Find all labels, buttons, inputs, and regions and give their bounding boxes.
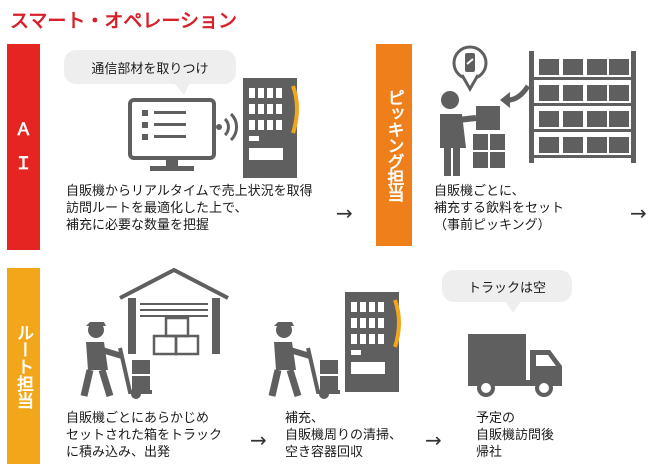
bubble-truck-text: トラックは空 — [467, 280, 546, 296]
bubble-truck: トラックは空 — [442, 270, 572, 302]
truck-icon — [468, 334, 562, 397]
step-ai-line-3: 補充に必要な数量を把握 — [66, 218, 210, 233]
step-route-refill-line-2: 自販機周りの清掃、 — [285, 428, 403, 443]
step-route-return-line-1: 予定の — [476, 411, 516, 426]
band-route: ルート担当 — [7, 268, 40, 464]
hand-truck-worker-icon — [80, 322, 152, 399]
step-picking-line-3: （事前ピッキング） — [434, 218, 551, 233]
vending-machine-icon — [345, 292, 401, 392]
step-route-refill-line-3: 空き容器回収 — [285, 445, 364, 460]
arrow-ai-to-picking: → — [336, 201, 353, 225]
wireless-signal-icon — [216, 112, 238, 142]
band-ai: Ａ Ｉ — [7, 44, 40, 250]
step-ai-line-1: 自販機からリアルタイムで売上状況を取得 — [66, 184, 313, 199]
shelf-rack-icon — [529, 51, 636, 163]
hand-truck-worker-icon — [268, 322, 340, 399]
page-title: スマート・オペレーション — [10, 10, 238, 32]
bubble-ai: 通信部材を取りつけ — [64, 50, 236, 84]
step-route-load-line-1: 自販機ごとにあらかじめ — [66, 411, 210, 426]
step-route-refill-description: 補充、 自販機周りの清掃、 空き容器回収 — [285, 410, 402, 461]
band-ai-letter-i: Ｉ — [15, 154, 32, 174]
pick-arrow-icon — [500, 84, 531, 108]
computer-monitor-icon — [128, 98, 216, 171]
bubble-truck-tail — [505, 301, 521, 313]
step-route-return-description: 予定の 自販機訪問後 帰社 — [476, 410, 554, 461]
step-picking-line-1: 自販機ごとに、 — [434, 184, 525, 199]
step-route-return-line-2: 自販機訪問後 — [476, 428, 555, 443]
step-route-load-line-2: セットされた箱をトラック — [66, 428, 223, 443]
vending-machine-icon — [243, 78, 299, 178]
arrow-refill-to-return: → — [425, 428, 442, 452]
step-route-load-line-3: に積み込み、出発 — [66, 445, 171, 460]
band-ai-label: Ａ Ｉ — [15, 113, 32, 181]
beverage-pin-icon — [452, 45, 488, 93]
step-route-refill-line-1: 補充、 — [285, 411, 325, 426]
step-picking-line-2: 補充する飲料をセット — [434, 201, 565, 216]
band-picking-label: ピッキング担当 — [383, 89, 404, 201]
step-route-return-line-3: 帰社 — [476, 445, 503, 460]
step-route-load-description: 自販機ごとにあらかじめ セットされた箱をトラック に積み込み、出発 — [66, 410, 222, 461]
band-route-label: ルート担当 — [13, 323, 33, 409]
arrow-load-to-refill: → — [250, 428, 267, 452]
arrow-picking-to-route: → — [630, 201, 647, 225]
step-ai-description: 自販機からリアルタイムで売上状況を取得 訪問ルートを最適化した上で、 補充に必要… — [66, 183, 313, 234]
bubble-ai-tail — [174, 83, 190, 95]
picker-person-icon — [440, 91, 505, 176]
band-ai-letter-a: Ａ — [15, 120, 32, 140]
band-picking: ピッキング担当 — [376, 44, 412, 246]
step-picking-description: 自販機ごとに、 補充する飲料をセット （事前ピッキング） — [434, 183, 564, 234]
step-ai-line-2: 訪問ルートを最適化した上で、 — [66, 201, 248, 216]
bubble-ai-text: 通信部材を取りつけ — [91, 61, 209, 77]
warehouse-icon — [119, 267, 229, 356]
